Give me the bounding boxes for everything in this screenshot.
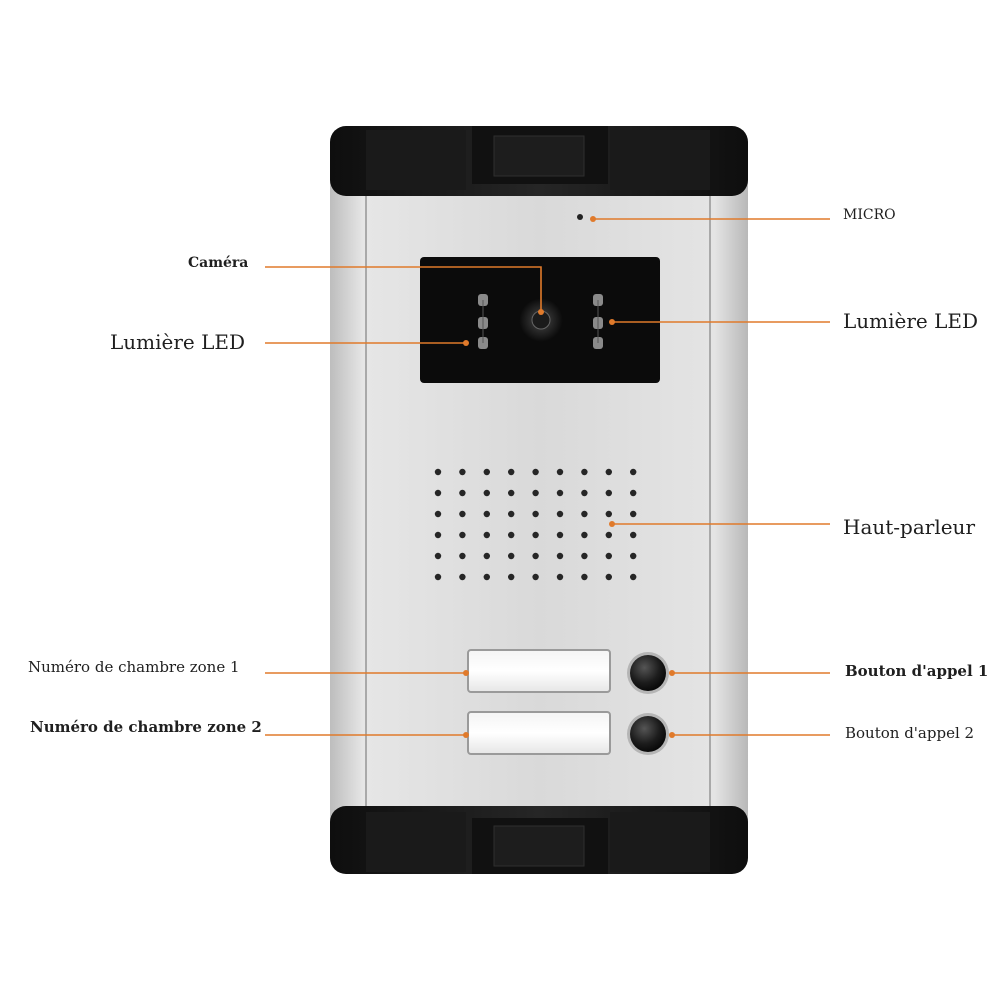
leader-speaker-dot	[609, 521, 615, 527]
speaker-hole	[556, 552, 564, 560]
speaker-hole	[483, 552, 490, 560]
speaker-hole	[581, 573, 588, 581]
call-button-2[interactable]	[627, 713, 669, 755]
speaker-hole	[581, 552, 588, 560]
speaker-hole	[630, 552, 637, 560]
label-call-button-1: Bouton d'appel 1	[845, 662, 989, 680]
speaker-hole	[483, 468, 490, 476]
bottom-cap	[330, 806, 748, 874]
label-micro: MICRO	[843, 207, 896, 223]
speaker-hole	[434, 468, 442, 476]
speaker-hole	[581, 489, 588, 497]
speaker-hole	[556, 468, 564, 476]
speaker-hole	[532, 531, 539, 539]
leader-call-button-2-dot	[669, 732, 675, 738]
speaker-hole	[532, 510, 539, 518]
label-speaker: Haut-parleur	[843, 515, 976, 539]
speaker-hole	[483, 510, 490, 518]
speaker-hole	[508, 489, 515, 497]
speaker-hole	[508, 510, 515, 518]
speaker-hole	[434, 573, 442, 581]
speaker-hole	[459, 552, 466, 560]
speaker-hole	[532, 552, 539, 560]
speaker-hole	[556, 510, 564, 518]
leader-camera-dot	[538, 309, 544, 315]
speaker-grille	[434, 468, 637, 581]
leader-call-button-1-dot	[669, 670, 675, 676]
speaker-hole	[434, 552, 442, 560]
speaker-hole	[508, 468, 515, 476]
speaker-hole	[630, 468, 637, 476]
led-right-group	[593, 294, 603, 349]
leader-room-zone-1-dot	[463, 670, 469, 676]
speaker-hole	[483, 489, 490, 497]
top-cap	[330, 126, 748, 196]
speaker-hole	[508, 552, 515, 560]
speaker-hole	[630, 489, 637, 497]
speaker-hole	[459, 468, 466, 476]
speaker-hole	[556, 489, 564, 497]
leader-led-right-dot	[609, 319, 615, 325]
speaker-hole	[459, 573, 466, 581]
label-room-zone-1: Numéro de chambre zone 1	[28, 658, 240, 676]
led-left-group	[478, 294, 488, 349]
speaker-hole	[434, 510, 442, 518]
speaker-hole	[532, 573, 539, 581]
leader-room-zone-2-dot	[463, 732, 469, 738]
speaker-hole	[605, 531, 612, 539]
speaker-hole	[434, 531, 442, 539]
speaker-hole	[434, 489, 442, 497]
speaker-hole	[483, 531, 490, 539]
speaker-hole	[556, 531, 564, 539]
speaker-hole	[630, 510, 637, 518]
room-number-tag-2	[467, 711, 611, 755]
speaker-hole	[459, 531, 466, 539]
speaker-hole	[508, 531, 515, 539]
label-led-left: Lumière LED	[110, 330, 246, 354]
speaker-hole	[459, 510, 466, 518]
speaker-hole	[483, 573, 490, 581]
speaker-hole	[630, 531, 637, 539]
speaker-hole	[605, 489, 612, 497]
speaker-hole	[630, 573, 637, 581]
speaker-hole	[581, 468, 588, 476]
call-button-1[interactable]	[627, 652, 669, 694]
speaker-hole	[532, 468, 539, 476]
label-camera: Caméra	[188, 255, 249, 271]
speaker-hole	[532, 489, 539, 497]
leader-lines	[265, 216, 830, 738]
speaker-hole	[605, 468, 612, 476]
microphone-hole	[577, 214, 583, 220]
speaker-hole	[556, 573, 564, 581]
speaker-hole	[581, 531, 588, 539]
speaker-hole	[605, 552, 612, 560]
label-call-button-2: Bouton d'appel 2	[845, 724, 975, 742]
label-led-right: Lumière LED	[843, 309, 979, 333]
speaker-hole	[581, 510, 588, 518]
leader-micro-dot	[590, 216, 596, 222]
speaker-hole	[459, 489, 466, 497]
speaker-hole	[605, 510, 612, 518]
speaker-hole	[605, 573, 612, 581]
room-number-tag-1	[467, 649, 611, 693]
leader-led-left-dot	[463, 340, 469, 346]
leader-camera	[265, 266, 542, 312]
speaker-hole	[508, 573, 515, 581]
label-room-zone-2: Numéro de chambre zone 2	[30, 718, 262, 736]
